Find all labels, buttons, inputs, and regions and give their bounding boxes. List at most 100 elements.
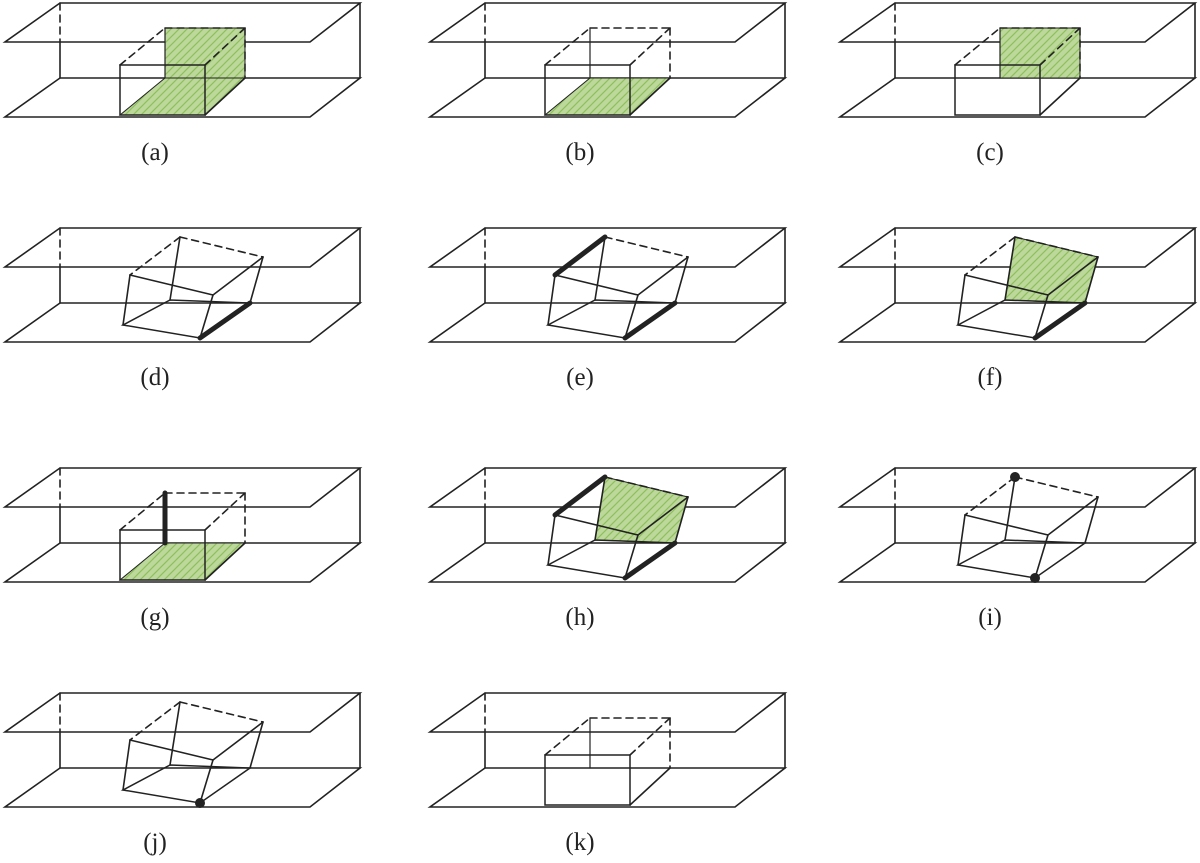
panel-label: (d)	[140, 364, 169, 391]
panel-label: (j)	[143, 829, 167, 856]
cube-bottom-right-edge	[204, 542, 246, 581]
cube-side-edge	[594, 476, 606, 541]
top-plane	[427, 2, 788, 43]
cube-side-edge	[199, 759, 214, 804]
cube-bottom-face	[120, 764, 253, 804]
panel-c: (c)	[837, 2, 1198, 166]
cube-top-edge	[964, 514, 1049, 536]
highlighted-vertex	[195, 798, 205, 808]
cube-side-edge	[547, 274, 556, 326]
cube-front-face	[544, 754, 631, 806]
cube-side-edge	[624, 294, 639, 339]
top-plane	[2, 467, 363, 508]
cube-side-edge	[1034, 294, 1049, 339]
cube-side-edge	[1034, 534, 1049, 579]
cube-side-edge	[249, 721, 264, 769]
panel-label: (k)	[565, 829, 594, 856]
cube-top-right-edge	[1039, 27, 1081, 66]
bottom-plane	[427, 542, 788, 583]
panel-label: (i)	[978, 604, 1002, 631]
top-plane	[837, 2, 1198, 43]
panel-label: (a)	[141, 139, 169, 166]
shaded-bottom-face	[543, 77, 672, 116]
highlighted-edge	[1032, 300, 1088, 341]
cube-top-edge	[1014, 236, 1099, 258]
cube-top-edge	[1014, 476, 1099, 498]
cube-side-edge	[1004, 236, 1016, 301]
cube-top-edge	[554, 274, 639, 296]
top-plane	[427, 692, 788, 733]
cube-side-edge	[957, 514, 966, 566]
cube-top-right-edge	[629, 717, 671, 756]
cube-top-edge	[179, 236, 264, 258]
panel-a: (a)	[2, 2, 363, 166]
bottom-plane	[837, 77, 1198, 118]
bottom-plane	[427, 77, 788, 118]
cube-top-edge	[212, 721, 264, 761]
cube-side-edge	[1004, 476, 1016, 541]
bottom-plane	[837, 302, 1198, 343]
cube-side-edge	[122, 739, 131, 791]
panel-d: (d)	[2, 227, 363, 391]
highlighted-edge	[622, 300, 678, 341]
cube-top-edge	[212, 256, 264, 296]
cube-side-edge	[594, 236, 606, 301]
panel-label: (f)	[978, 364, 1003, 391]
cube-top-edge	[129, 739, 214, 761]
top-plane	[837, 227, 1198, 268]
cube-top-edge	[1047, 496, 1099, 536]
cube-side-edge	[674, 496, 689, 544]
cube-bottom-right-edge	[1039, 77, 1081, 116]
cube-top-right-edge	[204, 492, 246, 531]
cube-top-edge	[179, 701, 264, 723]
cube-top-left-edge	[119, 492, 166, 531]
cube-side-edge	[122, 274, 131, 326]
cube-bottom-right-edge	[629, 767, 671, 806]
cube-side-edge	[1084, 496, 1099, 544]
top-plane	[837, 467, 1198, 508]
panel-j: (j)	[2, 692, 363, 856]
cube-top-edge	[964, 236, 1016, 276]
cube-side-edge	[624, 534, 639, 579]
bottom-plane	[2, 542, 363, 583]
cube-side-edge	[169, 701, 181, 766]
panel-i: (i)	[837, 467, 1198, 631]
highlighted-edge	[197, 300, 253, 341]
top-plane	[427, 467, 788, 508]
panel-label: (c)	[976, 139, 1004, 166]
cube-top-edge	[637, 496, 689, 536]
cube-bottom-right-edge	[204, 77, 246, 116]
cube-side-edge	[957, 274, 966, 326]
cube-top-edge	[964, 274, 1049, 296]
highlighted-vertex	[1030, 573, 1040, 583]
cube-bottom-face	[955, 539, 1088, 579]
cube-top-edge	[964, 476, 1016, 516]
cube-top-edge	[604, 476, 689, 498]
highlighted-edge	[622, 540, 678, 581]
panel-label: (g)	[140, 604, 169, 631]
bottom-plane	[2, 77, 363, 118]
shaded-bottom-face	[118, 542, 247, 581]
top-plane	[427, 227, 788, 268]
highlighted-edge	[552, 234, 608, 278]
panel-label: (h)	[565, 604, 594, 631]
panel-b: (b)	[427, 2, 788, 166]
highlighted-vertex	[1010, 472, 1020, 482]
cube-top-left-edge	[544, 717, 591, 756]
top-plane	[2, 2, 363, 43]
shaded-bottom-face	[118, 77, 247, 116]
cube-side-edge	[169, 236, 181, 301]
panel-label: (b)	[565, 139, 594, 166]
cube-side-edge	[674, 256, 689, 304]
panel-g: (g)	[2, 467, 363, 631]
bottom-plane	[427, 302, 788, 343]
panel-h: (h)	[427, 467, 788, 631]
cube-side-edge	[1084, 256, 1099, 304]
cube-side-edge	[249, 256, 264, 304]
cube-top-edge	[129, 274, 214, 296]
cube-top-edge	[129, 236, 181, 276]
cube-top-edge	[129, 701, 181, 741]
cube-side-edge	[547, 514, 556, 566]
